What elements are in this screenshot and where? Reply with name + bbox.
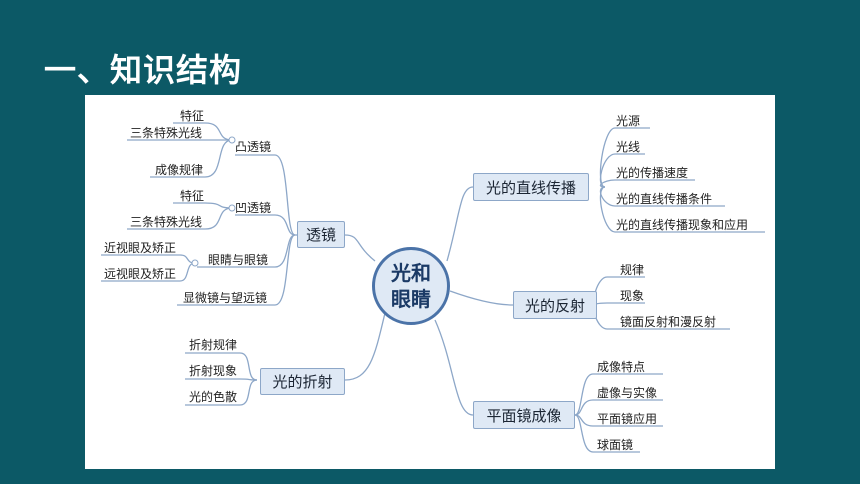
- eye-item-1: 近视眼及矫正: [104, 241, 177, 255]
- lens-convex-label: 凸透镜: [235, 140, 272, 154]
- reflection-item-2: 现象: [620, 289, 645, 303]
- mirror-item-4: 球面镜: [597, 438, 634, 452]
- branch-reflection: 光的反射: [513, 291, 597, 319]
- straight-item-3: 光的传播速度: [616, 166, 689, 180]
- lens-eye-label: 眼睛与眼镜: [208, 253, 269, 267]
- refraction-item-1: 折射规律: [189, 338, 238, 352]
- convex-item-2: 三条特殊光线: [130, 126, 203, 140]
- concave-item-1: 特征: [180, 189, 205, 203]
- center-node: 光和 眼睛: [372, 247, 450, 325]
- refraction-item-2: 折射现象: [189, 364, 238, 378]
- branch-refraction: 光的折射: [260, 368, 345, 395]
- mirror-item-3: 平面镜应用: [597, 412, 658, 426]
- refraction-item-3: 光的色散: [189, 390, 238, 404]
- mirror-item-1: 成像特点: [597, 360, 646, 374]
- slide-title: 一、知识结构: [44, 51, 243, 89]
- center-line-2: 眼睛: [391, 287, 431, 311]
- reflection-item-3: 镜面反射和漫反射: [620, 315, 717, 329]
- mind-map: 光和 眼睛 透镜 凸透镜 特征 三条特殊光线 成像规律 凹透镜 特征 三条特殊光…: [85, 95, 775, 469]
- straight-item-2: 光线: [616, 140, 641, 154]
- branch-lens: 透镜: [297, 221, 345, 248]
- connector-lines: [101, 122, 765, 453]
- lens-concave-label: 凹透镜: [235, 201, 272, 215]
- concave-item-2: 三条特殊光线: [130, 215, 203, 229]
- lens-scope-label: 显微镜与望远镜: [183, 291, 268, 305]
- straight-item-5: 光的直线传播现象和应用: [616, 218, 749, 232]
- straight-item-1: 光源: [616, 114, 641, 128]
- convex-item-1: 特征: [180, 109, 205, 123]
- mirror-item-2: 虚像与实像: [597, 386, 658, 400]
- eye-item-2: 远视眼及矫正: [104, 267, 177, 281]
- convex-item-3: 成像规律: [155, 163, 204, 177]
- reflection-item-1: 规律: [620, 263, 645, 277]
- center-line-1: 光和: [391, 261, 431, 285]
- branch-straight-propagation: 光的直线传播: [473, 173, 589, 201]
- straight-item-4: 光的直线传播条件: [616, 192, 713, 206]
- branch-plane-mirror: 平面镜成像: [473, 401, 575, 429]
